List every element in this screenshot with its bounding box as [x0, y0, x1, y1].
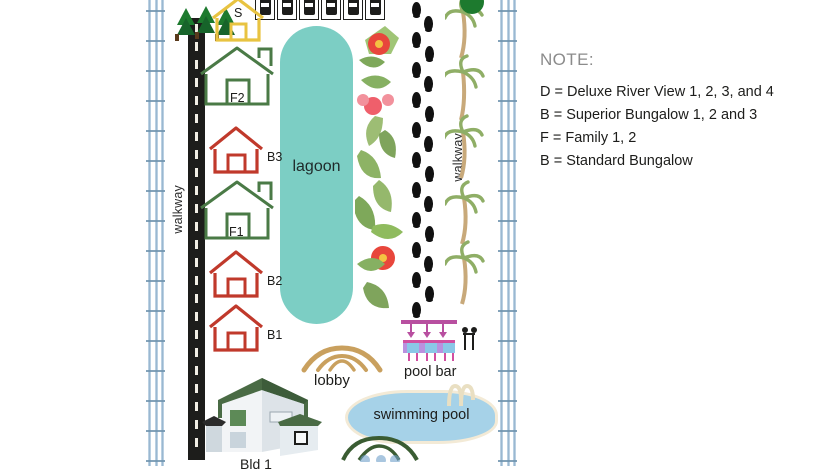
house-marker-s[interactable]: S [207, 0, 279, 52]
house-tag: B1 [267, 328, 283, 342]
note-line-d: D = Deluxe River View 1, 2, 3, and 4 [540, 84, 774, 100]
house-tag: S [234, 6, 243, 20]
car-icon [347, 0, 359, 15]
house-marker-f2[interactable]: F2 [197, 44, 289, 110]
note-line-b-standard: B = Standard Bungalow [540, 153, 693, 169]
parking-slot [365, 0, 385, 20]
footprint-walkway [410, 0, 446, 326]
car-icon [259, 0, 271, 15]
car-icon [281, 0, 293, 15]
lagoon-label: lagoon [292, 158, 341, 175]
house-tag: F1 [229, 225, 244, 239]
pool-bar[interactable]: pool bar [395, 316, 483, 380]
lagoon: lagoon [280, 26, 353, 324]
parking-slot [343, 0, 363, 20]
left-walkway-label: walkway [171, 185, 185, 234]
tropical-foliage-icon [355, 26, 403, 309]
note-heading: NOTE: [540, 50, 594, 69]
pool-ladder-icon [447, 383, 475, 407]
site-map: lagoon walkway walkway [145, 0, 530, 472]
resort-map-page: lagoon walkway walkway [145, 0, 820, 472]
palm-tree-icon [445, 0, 485, 305]
main-building-label: Bld 1 [240, 456, 272, 472]
pool-bar-icon [401, 320, 477, 361]
house-marker-f1[interactable]: F1 [197, 178, 289, 244]
note-line-f-family: F = Family 1, 2 [540, 130, 637, 146]
car-icon [325, 0, 337, 15]
car-icon [369, 0, 381, 15]
right-fence-icon [497, 0, 519, 466]
house-tag: F2 [230, 91, 245, 105]
parking-slot [321, 0, 341, 20]
note-panel: NOTE: D = Deluxe River View 1, 2, 3, and… [540, 50, 820, 176]
lobby-roof-icon [301, 345, 383, 373]
pool-bar-label: pool bar [404, 364, 457, 380]
house-marker-b3[interactable]: B3 [205, 124, 282, 182]
house-tag: B3 [267, 150, 283, 164]
bottom-foliage-icon [341, 435, 419, 462]
parking-slot [299, 0, 319, 20]
lobby[interactable]: lobby [300, 344, 384, 396]
swimming-pool-label: swimming pool [373, 407, 470, 423]
house-tag: B2 [267, 274, 283, 288]
lobby-label: lobby [314, 372, 350, 389]
house-marker-b1[interactable]: B1 [205, 302, 282, 360]
note-line-b-superior: B = Superior Bungalow 1, 2 and 3 [540, 107, 758, 123]
house-marker-b2[interactable]: B2 [205, 248, 282, 306]
parking-slot [277, 0, 297, 20]
left-fence-icon [145, 0, 167, 466]
car-icon [303, 0, 315, 15]
road [188, 18, 205, 460]
